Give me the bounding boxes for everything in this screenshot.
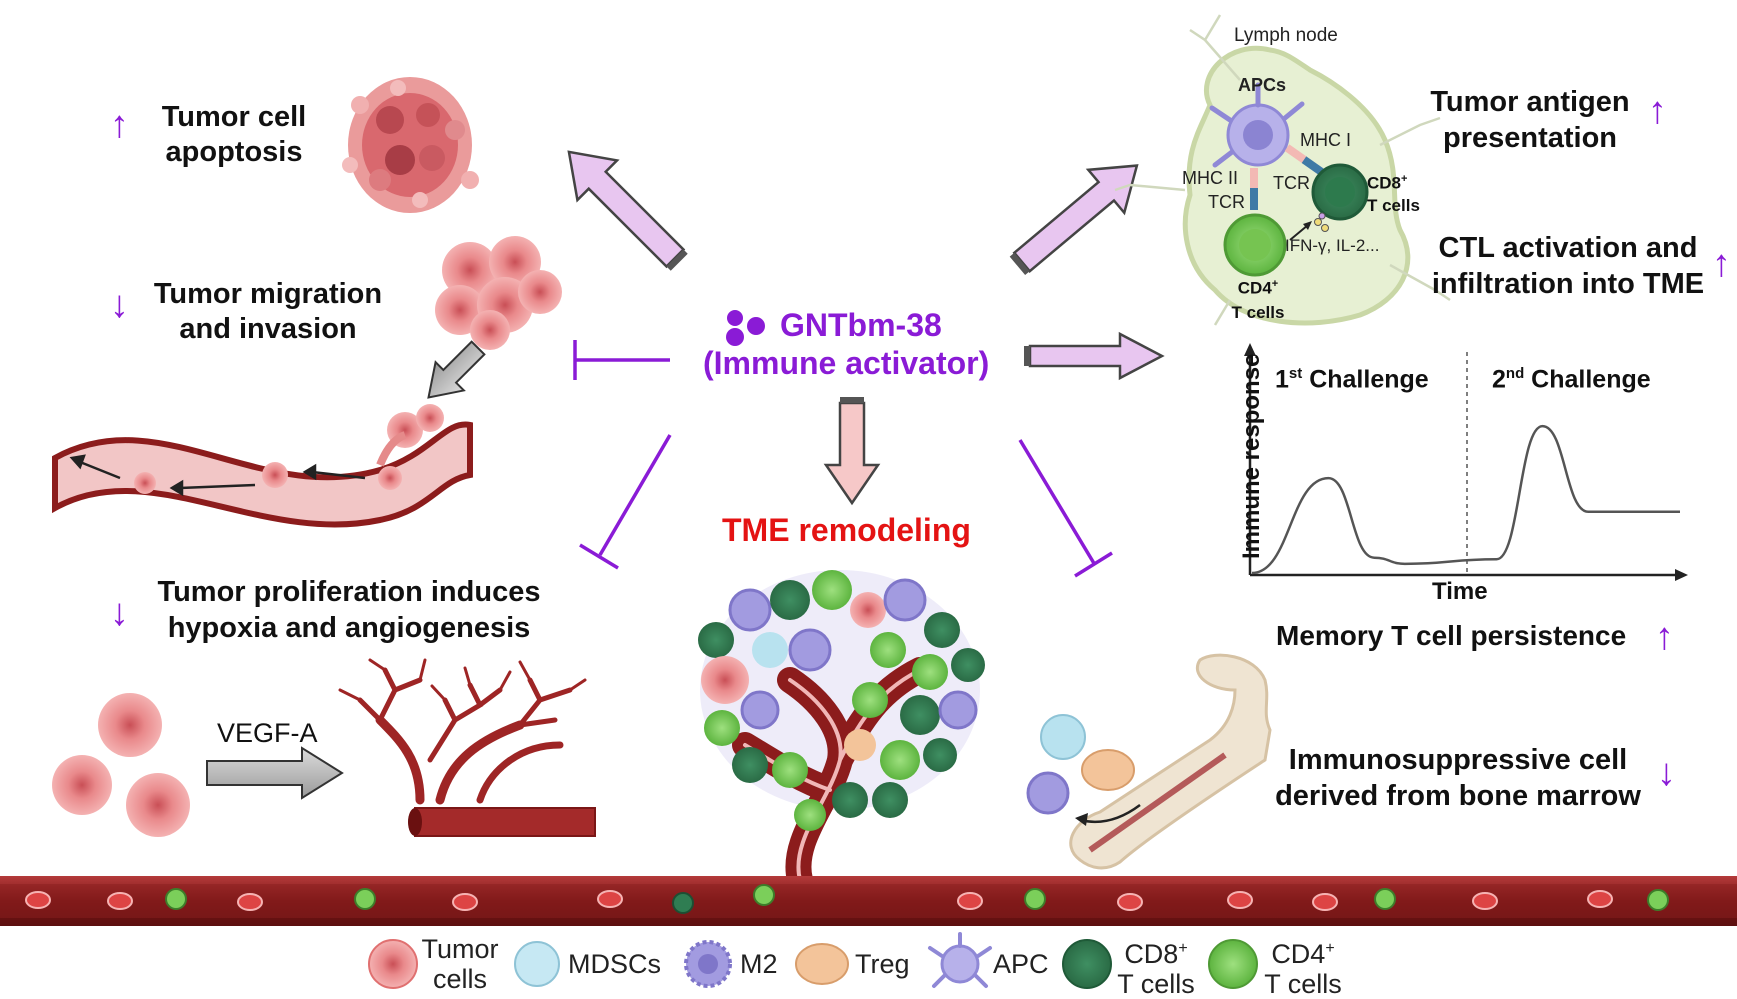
inhibit-line-lower-right (1018, 439, 1113, 578)
tme-tumor-mass (698, 570, 985, 893)
drug-title: GNTbm-38 (780, 307, 942, 343)
bone-marrow-cells (1026, 714, 1141, 826)
challenge2-label: 2nd Challenge (1492, 365, 1651, 394)
tcr-right-label: TCR (1273, 173, 1310, 193)
mhc1-label: MHC I (1300, 130, 1351, 150)
cd4-t-cell-lymph (1223, 213, 1287, 277)
legend-cd4-icon (1208, 939, 1258, 989)
arrow-up-right (1009, 164, 1139, 276)
chart-xlabel: Time (1432, 578, 1488, 605)
legend-m2-icon (684, 940, 732, 988)
legend-cd8-icon (1062, 939, 1112, 989)
gntbm-dots-icon (726, 310, 765, 346)
apoptotic-tumor-cluster (342, 77, 479, 213)
challenge1-label: 1st Challenge (1275, 365, 1429, 394)
cd8-lymph-label: CD8+ T cells (1367, 173, 1420, 215)
legend-icons (368, 932, 1258, 989)
chart-y-arrowhead (1244, 343, 1256, 356)
up-arrow-memory-icon: ↑ (1655, 616, 1674, 658)
arrow-gray-migration (427, 340, 486, 399)
arrow-right (1024, 331, 1165, 381)
legend-cd8-label: CD8+ T cells (1117, 939, 1195, 999)
legend-cd4-label: CD4+ T cells (1264, 939, 1342, 999)
ctl-label: CTL activation and infiltration into TME (1431, 232, 1705, 300)
hypoxic-tumor-cells (52, 693, 190, 837)
response-curve (1251, 424, 1680, 575)
blood-vessel-left (52, 404, 473, 528)
apcs-label: APCs (1238, 75, 1287, 95)
legend-treg-label: Treg (855, 949, 910, 979)
legend-mdsc-label: MDSCs (568, 949, 661, 979)
proliferation-label: Tumor proliferation induces hypoxia and … (157, 576, 541, 644)
migration-label: Tumor migration and invasion (153, 278, 383, 345)
main-blood-vessel (0, 876, 1737, 926)
angiogenesis-vessels (338, 658, 596, 837)
immunosuppressive-label: Immunosuppressive cell derived from bone… (1275, 744, 1641, 812)
mhc2-label: MHC II (1182, 168, 1238, 188)
down-arrow-migration-icon: ↓ (110, 284, 129, 326)
apc-cell-icon (1209, 82, 1305, 168)
cd8-t-cell-lymph (1311, 163, 1369, 221)
legend-tumor-label: Tumor cells (421, 934, 499, 994)
legend-apc-label: APC (993, 949, 1049, 979)
vegf-arrow (206, 746, 344, 800)
mhc-tcr-complex (1250, 144, 1325, 210)
memory-label: Memory T cell persistence (1276, 620, 1627, 651)
immune-response-chart (1244, 343, 1688, 581)
arrow-up-left (567, 150, 688, 271)
chart-ylabel: Immune response (1238, 353, 1265, 559)
legend-tumor-icon (368, 939, 418, 989)
legend-m2-label: M2 (740, 949, 778, 979)
arrow-down-tme (823, 397, 881, 506)
chart-x-arrowhead (1675, 569, 1688, 581)
apoptosis-label: Tumor cell apoptosis (161, 101, 307, 168)
cd4-lymph-label: CD4+ T cells (1231, 278, 1285, 322)
legend-treg-icon (795, 943, 849, 985)
down-arrow-immunosuppressive-icon: ↓ (1657, 752, 1676, 794)
inhibit-line-lower-left (579, 434, 672, 570)
antigen-label: Tumor antigen presentation (1430, 86, 1630, 154)
vessel-cells (25, 884, 1669, 914)
down-arrow-proliferation-icon: ↓ (110, 592, 129, 634)
cytokine-icon (1289, 212, 1329, 241)
tme-remodeling-label: TME remodeling (722, 512, 971, 548)
drug-subtitle: (Immune activator) (703, 345, 990, 381)
cytokines-label: IFN-γ, IL-2... (1285, 236, 1380, 255)
legend-apc-icon (928, 932, 992, 988)
tcr-left-label: TCR (1208, 192, 1245, 212)
legend-mdsc-icon (514, 941, 560, 987)
up-arrow-antigen-icon: ↑ (1648, 90, 1667, 132)
vegf-label: VEGF-A (217, 718, 318, 748)
lymph-node-title: Lymph node (1234, 25, 1338, 46)
inhibit-line-left (573, 340, 670, 380)
migrating-tumor-cluster (435, 236, 562, 350)
up-arrow-apoptosis-icon: ↑ (110, 104, 129, 146)
up-arrow-ctl-icon: ↑ (1712, 243, 1731, 285)
bone-marrow (1069, 653, 1272, 870)
